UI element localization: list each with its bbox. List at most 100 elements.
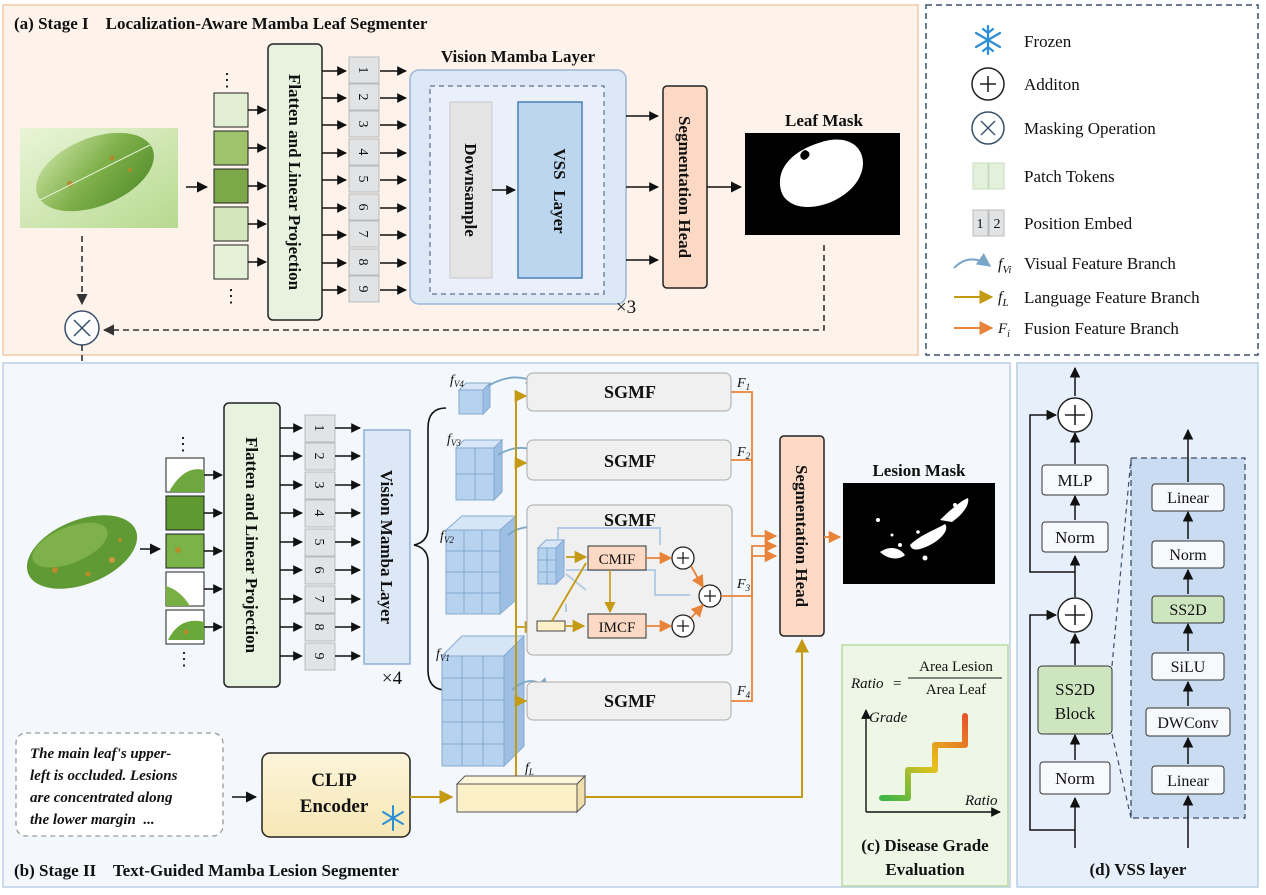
legend-fusion: Fusion Feature Branch — [1024, 319, 1179, 338]
ratio-denominator: Area Leaf — [926, 682, 986, 698]
fusion-lines — [721, 391, 778, 702]
sgmf-4-label: SGMF — [604, 691, 656, 711]
legend-patch-tokens: Patch Tokens — [1024, 167, 1115, 186]
stage1-patch-arrows — [248, 105, 267, 267]
add1-to-add3 — [690, 565, 704, 589]
masked-leaf-image — [26, 515, 138, 589]
vss-ss2d-block-label-2: Block — [1055, 704, 1096, 723]
stage2-patch-dots-bottom: ⋮ — [175, 649, 193, 669]
vss-main-flow — [1029, 366, 1081, 848]
stage1-patch-dots-bottom: ⋮ — [222, 286, 240, 306]
patch-tokens-icon — [972, 162, 1005, 190]
stage2-token-arrows — [335, 423, 361, 661]
vss-inner-silu-label: SiLU — [1171, 659, 1206, 676]
stage2-flatten-box — [223, 402, 281, 688]
fusion-label-3: F3 — [736, 577, 751, 593]
feature-cube-v2 — [444, 514, 518, 616]
vss-inner-norm-box — [1151, 540, 1225, 569]
fl-label: fL — [525, 761, 534, 777]
stage1-vision-mamba-title: Vision Mamba Layer — [441, 47, 596, 66]
cmif-label: CMIF — [599, 552, 636, 568]
text-prompt-box — [15, 732, 224, 837]
stage1-flatten-label: Flatten and Linear Projection — [285, 74, 304, 291]
text-prompt-line-3: are concentrated along — [30, 790, 173, 806]
stage1-token-3: 3 — [355, 121, 370, 128]
panel-c-title-1: (c) Disease Grade — [861, 836, 989, 855]
fv3-label: fV3 — [447, 432, 461, 448]
vss-add-icon-bottom — [1057, 597, 1093, 633]
stage1-patch-dots-top: ⋮ — [218, 70, 236, 90]
vss-inner-linear-bottom-label: Linear — [1167, 773, 1209, 790]
panel-a-title: (a) Stage I Localization-Aware Mamba Lea… — [14, 14, 428, 33]
downsample-box — [449, 101, 493, 279]
add2-to-add3 — [690, 604, 704, 619]
stage2-token-7: 7 — [311, 596, 326, 603]
stage2-token-9: 9 — [311, 653, 326, 660]
panel-c-background — [841, 644, 1009, 887]
add-icon-3 — [698, 584, 722, 608]
add-icon-2 — [671, 614, 695, 638]
snowflake-icon — [974, 24, 1002, 56]
stage1-token-arrows — [380, 66, 407, 295]
stage2-repeat: ×4 — [382, 668, 403, 689]
sgmf-1-label: SGMF — [604, 382, 656, 402]
position-embed-icon: 1 2 — [972, 209, 1005, 237]
visual-branch-arrow-icon — [953, 253, 992, 269]
vss-layer-box — [517, 101, 583, 279]
legend-visual: Visual Feature Branch — [1024, 254, 1176, 273]
vss-ss2d-block-label-1: SS2D — [1055, 680, 1095, 699]
stage2-token-1: 1 — [311, 425, 326, 432]
leaf-mask-title: Leaf Mask — [785, 111, 863, 130]
stage2-token-4: 4 — [311, 510, 326, 517]
sgmf-2-label: SGMF — [604, 451, 656, 471]
input-leaf-image — [20, 128, 178, 228]
stage2-seg-head-box — [779, 435, 825, 637]
stage1-token-5: 5 — [355, 176, 370, 183]
legend-visual-symbol: fVi — [998, 256, 1011, 276]
vss-expand-link-1 — [1111, 457, 1132, 667]
panel-c-title-2: Evaluation — [885, 860, 965, 879]
fusion-label-4: F4 — [736, 684, 751, 700]
stage1-mamba-to-head-arrows — [626, 111, 659, 265]
clip-label-1: CLIP — [311, 770, 357, 791]
text-feature-to-head — [585, 638, 809, 798]
imcf-label: IMCF — [599, 620, 636, 636]
stage2-token-5: 5 — [311, 539, 326, 546]
sgmf-inner-text-token — [536, 620, 566, 632]
grade-axis-label: Grade — [869, 710, 908, 726]
stage1-flatten-arrows — [322, 66, 347, 295]
stage1-token-8: 8 — [355, 259, 370, 266]
panel-b-title: (b) Stage II Text-Guided Mamba Lesion Se… — [14, 861, 399, 880]
stage1-tokens: 1 2 3 4 5 6 7 8 9 — [348, 56, 380, 303]
sgmf-3-label: SGMF — [604, 510, 656, 530]
stage2-patch-arrows — [204, 470, 223, 632]
fv1-label: fV1 — [436, 647, 450, 663]
vss-norm-top-box — [1041, 521, 1109, 553]
stage1-flatten-box — [267, 43, 323, 321]
vss-inner-linear-bottom-box — [1151, 765, 1225, 795]
add-icon-1 — [671, 546, 695, 570]
vss-inner-dwconv-label: DWConv — [1157, 715, 1218, 732]
stage2-token-2: 2 — [311, 453, 326, 460]
legend-masking: Masking Operation — [1024, 119, 1156, 138]
stage1-token-2: 2 — [355, 94, 370, 101]
fusion-label-2: F2 — [736, 445, 751, 461]
masking-operation-icon — [64, 310, 100, 346]
text-feature-block — [455, 774, 587, 814]
vss-inner-linear-top-box — [1151, 483, 1225, 512]
clip-label-2: Encoder — [300, 796, 369, 817]
vss-inner-ss2d-label: SS2D — [1169, 602, 1206, 619]
text-prompt-line-2: left is occluded. Lesions — [30, 768, 178, 784]
stage2-patches: ⋮ ⋮ — [165, 434, 205, 669]
stage1-token-4: 4 — [355, 149, 370, 156]
legend-pos-1: 1 — [977, 217, 984, 232]
vss-inner-linear-top-label: Linear — [1167, 490, 1209, 507]
legend-frozen: Frozen — [1024, 32, 1072, 51]
lesion-mask-image — [843, 483, 995, 584]
vss-norm-bottom-box — [1039, 761, 1111, 795]
text-prompt-line-4: the lower margin ... — [30, 812, 155, 828]
ratio-label: Ratio — [850, 676, 884, 692]
feature-cube-v1 — [440, 634, 526, 768]
addition-icon — [971, 67, 1005, 101]
